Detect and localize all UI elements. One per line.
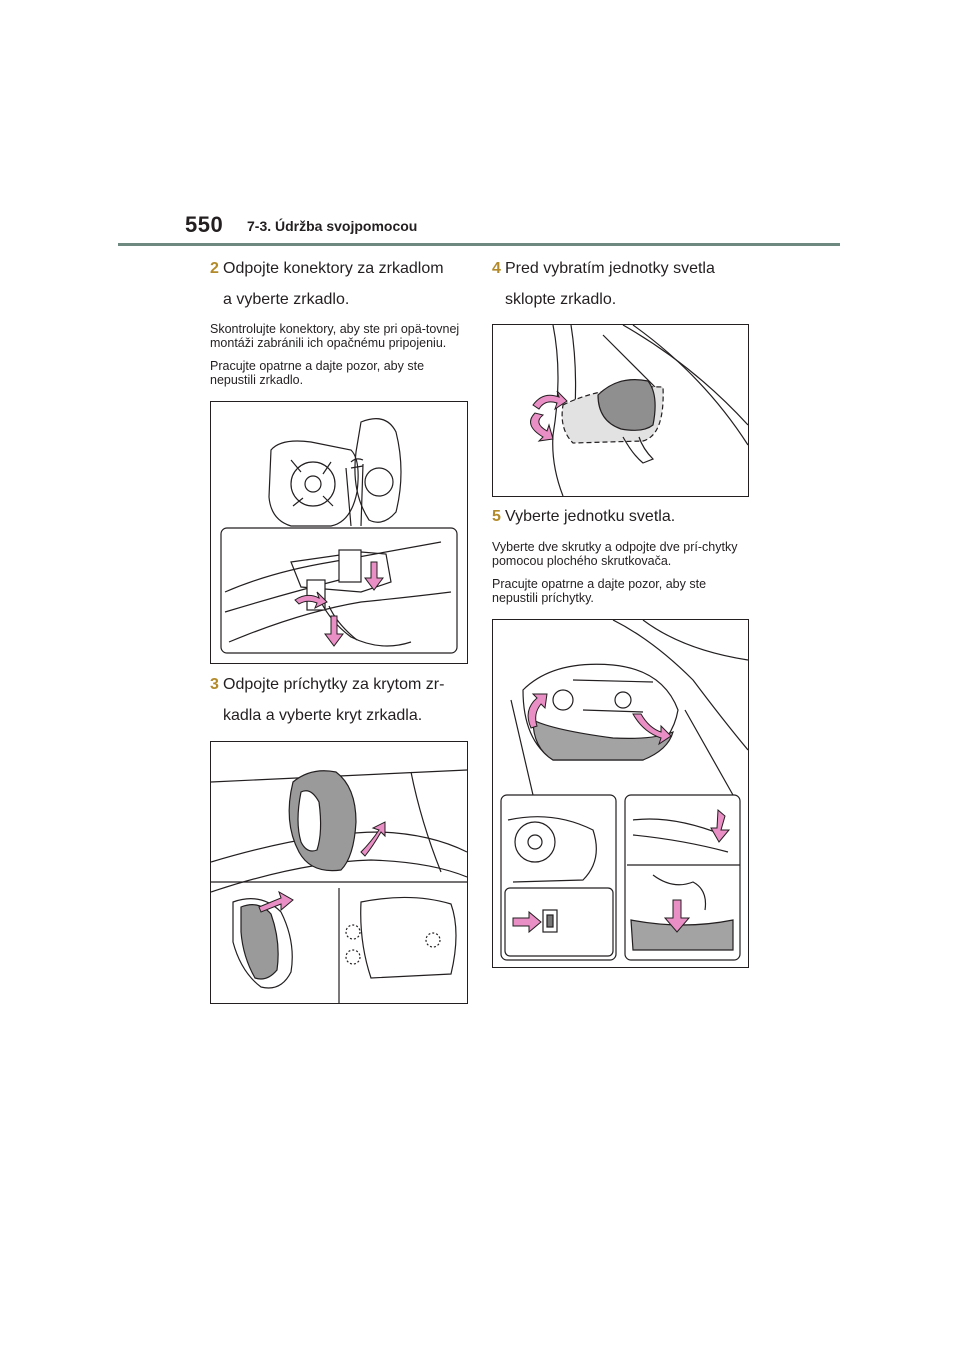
note-5b: Pracujte opatrne a dajte pozor, aby ste …: [492, 577, 707, 605]
step-3-line2: kadla a vyberte kryt zrkadla.: [223, 707, 423, 724]
note-2a: Skontrolujte konektory, aby ste pri opä-…: [210, 322, 460, 350]
note-2b: Pracujte opatrne a dajte pozor, aby ste …: [210, 359, 425, 387]
step-3-line1: Odpojte príchytky za krytom zr-: [223, 676, 445, 693]
step-4-line2: sklopte zrkadlo.: [505, 291, 617, 308]
mirror-connector-illustration: [220, 418, 458, 654]
figure-fold-mirror: [492, 324, 749, 497]
step-4: 4 Pred vybratím jednotky svetla sklopte …: [492, 256, 754, 312]
step-3-number: 3: [210, 676, 219, 693]
page-number: 550: [185, 212, 224, 237]
light-unit-illustration: [500, 620, 748, 961]
section-title: 7-3. Údržba svojpomocou: [247, 218, 418, 234]
step-5-line1: Vyberte jednotku svetla.: [505, 508, 676, 525]
step-5-number: 5: [492, 508, 501, 525]
figure-remove-light-unit: [492, 619, 749, 968]
step-2: 2 Odpojte konektory za zrkadlom a vybert…: [210, 256, 472, 312]
right-column: 4 Pred vybratím jednotky svetla sklopte …: [492, 256, 754, 968]
step-5-text: Vyberte jednotku svetla.: [505, 504, 675, 529]
figure-disconnect-connectors: [210, 401, 468, 664]
note-5a: Vyberte dve skrutky a odpojte dve prí-ch…: [492, 540, 738, 568]
step-3: 3 Odpojte príchytky za krytom zr- kadla …: [210, 672, 472, 728]
step-2-text: Odpojte konektory za zrkadlom a vyberte …: [223, 256, 444, 312]
step-4-line1: Pred vybratím jednotky svetla: [505, 260, 715, 277]
left-column: 2 Odpojte konektory za zrkadlom a vybert…: [210, 256, 472, 1004]
step-4-number: 4: [492, 260, 501, 277]
step-3-text: Odpojte príchytky za krytom zr- kadla a …: [223, 672, 444, 728]
step-2-number: 2: [210, 260, 219, 277]
step-5: 5 Vyberte jednotku svetla.: [492, 504, 754, 529]
mirror-cover-illustration: [211, 769, 467, 1003]
step-2-line1: Odpojte konektory za zrkadlom: [223, 260, 444, 277]
step-4-text: Pred vybratím jednotky svetla sklopte zr…: [505, 256, 715, 312]
header-rule: [118, 243, 840, 246]
step-2-line2: a vyberte zrkadlo.: [223, 291, 350, 308]
figure-remove-mirror-cover: [210, 741, 468, 1004]
fold-mirror-illustration: [530, 325, 748, 496]
